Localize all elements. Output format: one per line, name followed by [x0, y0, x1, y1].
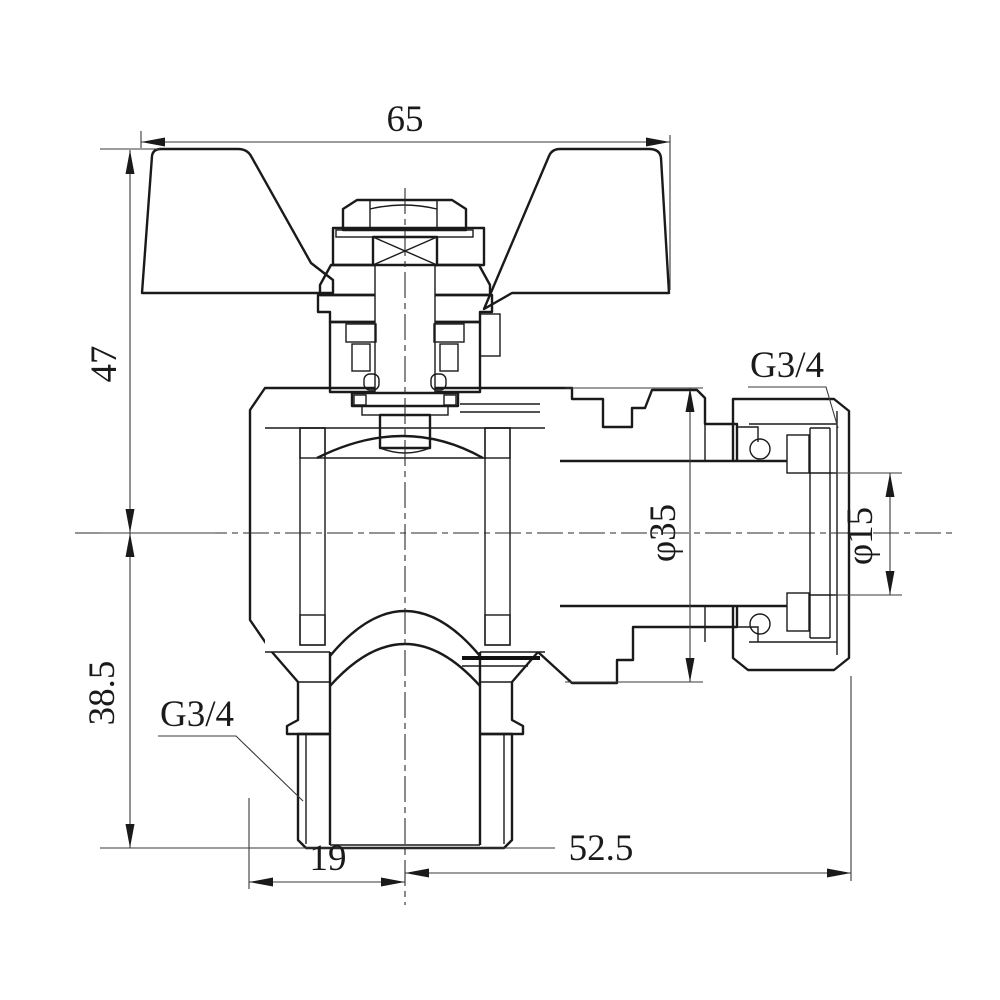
svg-text:φ15: φ15: [840, 507, 881, 565]
stem-packing-left: [351, 343, 371, 372]
handle-left-wing: [140, 147, 335, 295]
gasket-bottom: [786, 592, 810, 632]
dimensions: 65 47 38.5 19 52.5: [82, 99, 902, 889]
gasket-top: [786, 434, 810, 474]
svg-text:65: 65: [387, 99, 424, 140]
bore-edges: [265, 424, 787, 846]
stem-packing-right: [439, 343, 459, 372]
dim-body-face-to-center: 19: [248, 798, 405, 889]
svg-text:G3/4: G3/4: [160, 694, 234, 735]
stem-oring-right: [430, 373, 447, 391]
stem-oring-left: [363, 373, 380, 391]
dim-handle-width: 65: [100, 99, 671, 290]
stop-block: [479, 313, 501, 357]
dim-outlet-flange-diameter: φ35: [565, 387, 703, 683]
seats: [299, 427, 511, 646]
svg-text:φ35: φ35: [643, 504, 684, 562]
oring-bottom: [749, 613, 771, 635]
valve-body: [248, 386, 739, 736]
dim-center-to-outlet-end: 52.5: [405, 676, 852, 881]
dim-outlet-bore-diameter: φ15: [833, 472, 902, 596]
dim-center-to-bottom: 38.5: [82, 533, 135, 848]
svg-text:38.5: 38.5: [82, 661, 123, 726]
svg-text:52.5: 52.5: [569, 828, 634, 869]
dim-center-to-top: 47: [84, 150, 555, 849]
oring-top: [749, 438, 771, 460]
handle-right-wing: [482, 147, 671, 311]
svg-text:47: 47: [84, 346, 125, 383]
centerlines: [75, 188, 955, 905]
svg-text:G3/4: G3/4: [750, 345, 824, 386]
union-nut: [731, 397, 851, 672]
svg-text:19: 19: [310, 838, 347, 879]
label-outlet-thread: G3/4: [748, 345, 839, 429]
interior-voids: [265, 236, 837, 845]
label-inlet-thread: G3/4: [158, 694, 304, 802]
